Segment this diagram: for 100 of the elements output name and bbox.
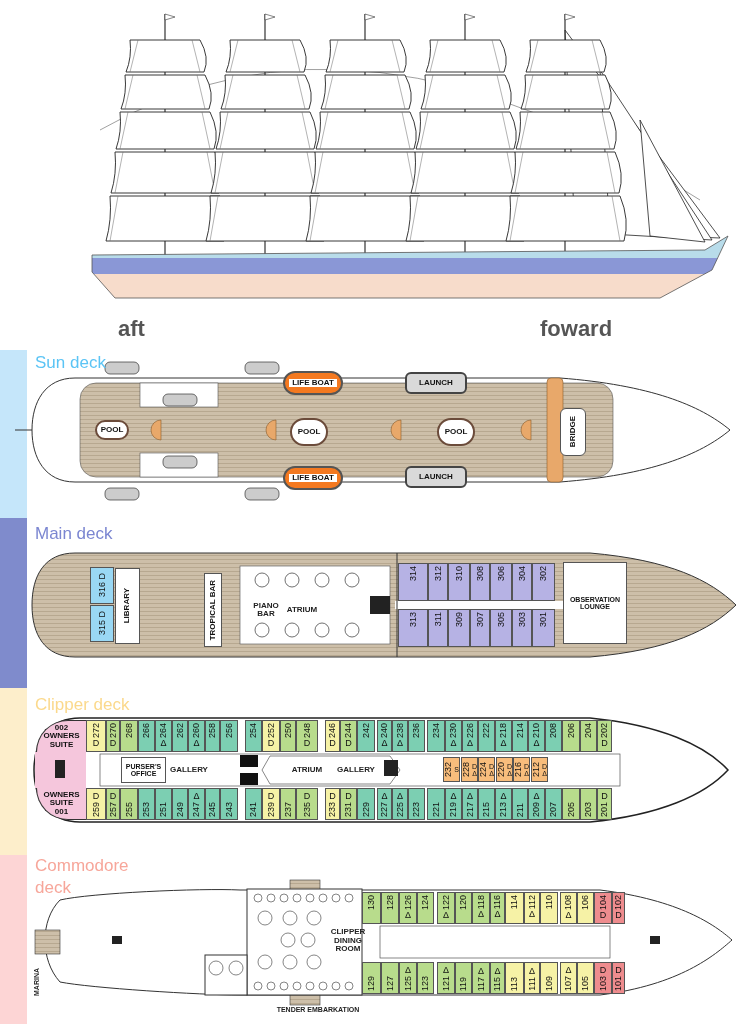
cabin-number: 272 (91, 723, 101, 739)
cabin-number: 250 (283, 723, 293, 739)
cabin-box (505, 962, 524, 994)
cabin-symbol: Δ (529, 910, 535, 920)
cabin-box (428, 609, 448, 647)
cabin-number: 213 (499, 801, 508, 817)
cabin-symbol: D (615, 965, 622, 975)
cabin-number: 270 (108, 723, 118, 739)
cabin-number: 307 (475, 612, 485, 628)
cabin-box (262, 788, 280, 820)
cabin-box (427, 720, 445, 752)
cabin-box (594, 962, 612, 994)
cabin-symbol: Δ (443, 965, 449, 975)
cabin-number: 129 (367, 975, 376, 991)
cabin-symbol: Δ (193, 791, 200, 801)
cabin-number: 114 (510, 895, 519, 910)
cabin-number: 234 (431, 723, 441, 739)
room-label: GALLERY (334, 760, 378, 780)
room-label: POOL (100, 425, 124, 435)
room-label: LAUNCH (419, 378, 453, 388)
cabin-number: 109 (544, 975, 554, 991)
cabin-symbol: D (599, 911, 607, 921)
cabin-box (325, 720, 340, 752)
launch-boat (405, 466, 467, 488)
cabin-box (172, 720, 188, 752)
cabin-box (580, 720, 597, 752)
cabin-box (512, 788, 528, 820)
cabin-number: 218 (499, 723, 508, 739)
cabin-number: 315 D (97, 611, 107, 636)
cabin-number: 208 (549, 723, 558, 739)
cabin-number: 221 (431, 801, 441, 817)
cabin-symbol: Δ (450, 739, 457, 749)
cabin-number: 118 (476, 895, 486, 910)
cabin-box (155, 720, 172, 752)
cabin-box (528, 720, 545, 752)
cabin-box (560, 892, 577, 924)
cabin-box (427, 788, 445, 820)
cabin-box (392, 788, 408, 820)
cabin-box (562, 788, 580, 820)
cabin-number: 266 (142, 723, 151, 739)
cabin-number: 236 (412, 723, 421, 739)
cabin-number: 238 (395, 723, 405, 739)
cabin-box (540, 892, 558, 924)
cabin-number: 312 (433, 566, 443, 582)
room-label: OWNERS SUITE (42, 790, 81, 808)
cabin-symbol: Δ (533, 739, 540, 749)
cabin-number: 201 (600, 801, 609, 817)
cabin-number: 106 (581, 895, 590, 911)
cabin-box (138, 720, 155, 752)
cabin-number: 212 (531, 762, 541, 777)
cabin-box (545, 788, 562, 820)
cabin-box (528, 788, 545, 820)
cabin-number: 254 (249, 723, 258, 739)
cabin-box (245, 788, 262, 820)
cabin-number: 240 (380, 723, 389, 739)
cabin-box (172, 788, 188, 820)
cabin-box (262, 720, 280, 752)
cabin-number: 248 (302, 723, 312, 739)
cabin-box (90, 567, 114, 604)
cabin-box (490, 962, 505, 994)
cabin-box (408, 788, 425, 820)
cabin-box (470, 609, 490, 647)
cabin-number: 127 (385, 975, 395, 991)
cabin-box (612, 962, 625, 994)
cabin-box (296, 720, 318, 752)
cabin-box (86, 720, 106, 752)
cabin-symbol: Δ (381, 791, 388, 801)
cabin-number: 259 (91, 801, 101, 817)
cabin-symbol: D (303, 791, 311, 801)
cabin-box (512, 609, 532, 647)
cabin-number: 105 (581, 975, 590, 991)
cabin-box (428, 563, 448, 601)
room-label: LIFE BOAT (289, 473, 337, 483)
cabin-symbol: Δ (397, 791, 403, 801)
cabin-number: 120 (459, 895, 468, 911)
cabin-symbol: Δ (405, 911, 411, 921)
cabin-number: 229 (361, 801, 371, 817)
deck-label: Clipper deck (35, 694, 131, 714)
cabin-box (445, 720, 462, 752)
cabin-box (120, 788, 138, 820)
cabin-number: 252 (266, 723, 276, 739)
room-label: POOL (297, 427, 321, 437)
cabin-box (512, 563, 532, 601)
cabin-box (381, 962, 399, 994)
cabin-symbol: Δ (193, 739, 200, 749)
cabin-number: 241 (249, 801, 258, 817)
room-label: LIBRARY (123, 588, 132, 624)
cabin-box (560, 962, 577, 994)
cabin-box (540, 962, 558, 994)
cabin-box (478, 720, 495, 752)
cabin-number: 207 (549, 801, 558, 817)
cabin-symbol: D (345, 791, 352, 801)
cabin-number: 301 (539, 612, 548, 628)
cabin-symbol: D (92, 791, 100, 801)
cabin-box (448, 563, 470, 601)
cabin-box (408, 720, 425, 752)
cabin-number: 128 (385, 895, 395, 911)
room-label: POOL (444, 427, 468, 437)
cabin-box (280, 788, 296, 820)
cabin-symbol: Δ (565, 965, 572, 975)
